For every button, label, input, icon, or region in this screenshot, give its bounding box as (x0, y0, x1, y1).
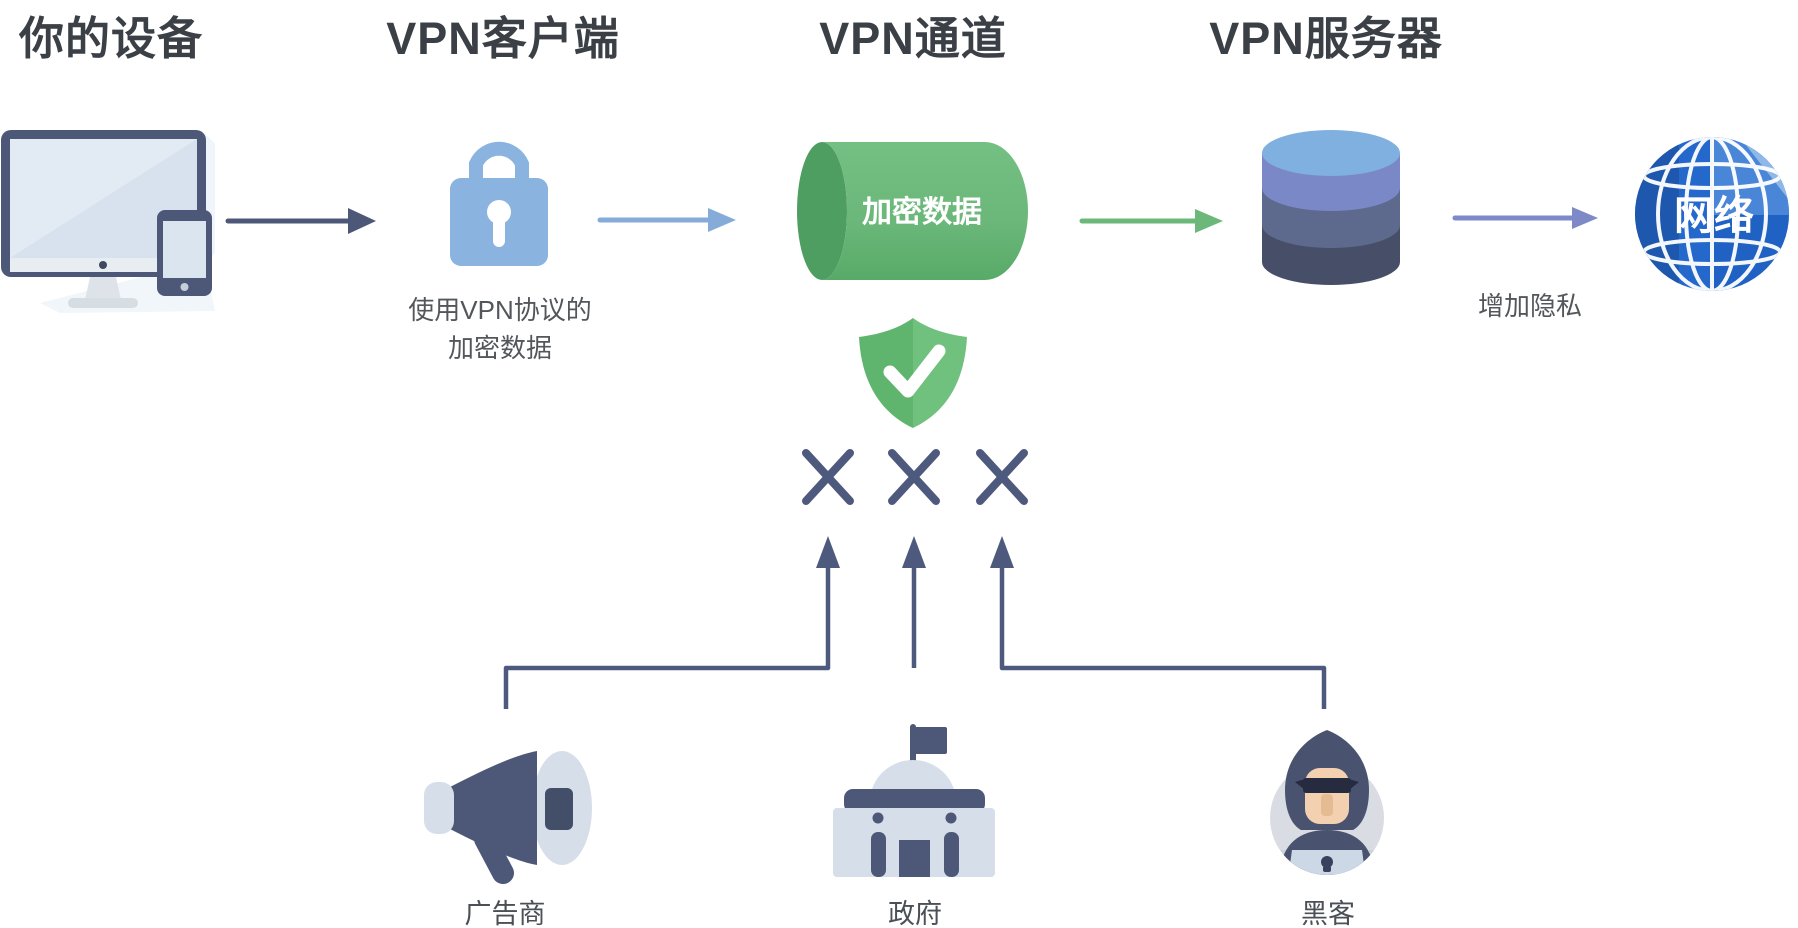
government-building-icon (833, 724, 995, 877)
shield-right-half (913, 318, 967, 428)
monitor-screen-shine (10, 139, 197, 258)
megaphone-handle (474, 828, 514, 884)
server-caption: 增加隐私 (1477, 291, 1583, 321)
header-vpn-server: VPN服务器 (1209, 13, 1443, 64)
monitor-neck (85, 277, 121, 300)
building-door (899, 840, 930, 877)
tunnel-body (822, 142, 1028, 280)
header-vpn-client: VPN客户端 (386, 13, 620, 64)
connector-advertiser (503, 568, 831, 709)
hacker-laptop-logo-stem (1323, 866, 1331, 872)
hacker-nose (1321, 794, 1333, 816)
green-cylinder-tunnel-icon: 加密数据 (797, 142, 1028, 280)
megaphone-icon (424, 751, 592, 884)
header-your-device: 你的设备 (18, 13, 204, 64)
connector-hacker (999, 568, 1327, 709)
arrow-client-to-tunnel (597, 208, 736, 232)
x-mark-icon-2 (888, 449, 940, 505)
phone-screen (163, 221, 206, 278)
hacker-sunglasses-left (1295, 779, 1305, 790)
arrow-tunnel-to-server (1079, 209, 1223, 233)
building-roof (844, 789, 985, 813)
monitor-base (68, 298, 138, 308)
phone-home-button (180, 283, 189, 291)
globe-label: 网络 (1674, 193, 1754, 238)
header-vpn-tunnel: VPN通道 (819, 13, 1007, 64)
connector-arrowheads (816, 536, 1014, 568)
desktop-and-phone-icon (1, 130, 215, 313)
db-top-ellipse (1262, 130, 1400, 176)
database-stack-icon (1262, 130, 1400, 285)
hacker-sunglasses (1303, 778, 1351, 793)
megaphone-inner (545, 788, 573, 830)
hooded-hacker-icon (1270, 730, 1384, 875)
shield-checkmark (883, 344, 946, 398)
shield-check-icon (859, 318, 967, 428)
megaphone-cap (424, 782, 454, 834)
tunnel-data-label: 加密数据 (862, 195, 982, 229)
hacker-sunglasses-right (1349, 779, 1359, 790)
padlock-keyhole (487, 200, 511, 224)
arrow-server-to-internet (1452, 207, 1598, 229)
label-advertiser: 广告商 (464, 899, 546, 928)
arrow-device-to-client (225, 208, 376, 234)
label-hacker: 黑客 (1301, 899, 1355, 928)
flag (914, 727, 947, 754)
globe-icon: 网络 (1635, 137, 1789, 291)
label-government: 政府 (888, 899, 942, 928)
padlock-icon (450, 141, 548, 266)
threat-connectors (503, 536, 1327, 709)
x-mark-icon-1 (802, 449, 854, 505)
client-caption-line2: 加密数据 (447, 333, 553, 363)
x-mark-icon-3 (976, 449, 1028, 505)
pillar-dot-left (872, 812, 884, 824)
client-caption-line1: 使用VPN协议的 (408, 295, 592, 325)
padlock-keyhole-stem (493, 215, 505, 247)
x-mark-icons (802, 449, 1028, 505)
monitor-button (99, 261, 107, 269)
pillar-right (944, 832, 959, 877)
tunnel-open-end (797, 142, 847, 280)
padlock-shackle (469, 141, 529, 178)
pillar-dot-right (945, 812, 957, 824)
pillar-left (871, 832, 886, 877)
hacker-laptop-logo (1321, 856, 1333, 868)
megaphone-horn (450, 751, 537, 865)
